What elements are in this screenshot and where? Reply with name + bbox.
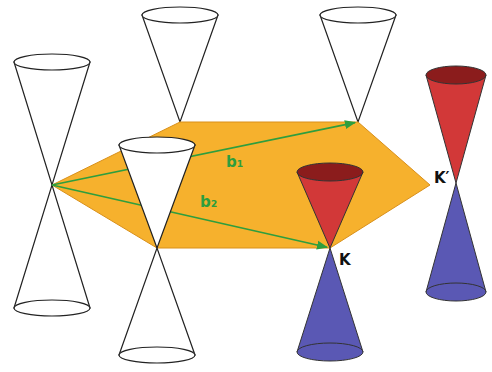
hexagon-zone <box>52 122 430 248</box>
point-label: K <box>339 252 351 269</box>
vector-label: b₁ <box>226 154 243 171</box>
vector-label: b₂ <box>200 194 217 211</box>
front-cone <box>119 137 195 363</box>
k-cone <box>297 163 363 361</box>
point-label: K′ <box>434 170 450 187</box>
k-prime-cone <box>426 66 486 301</box>
